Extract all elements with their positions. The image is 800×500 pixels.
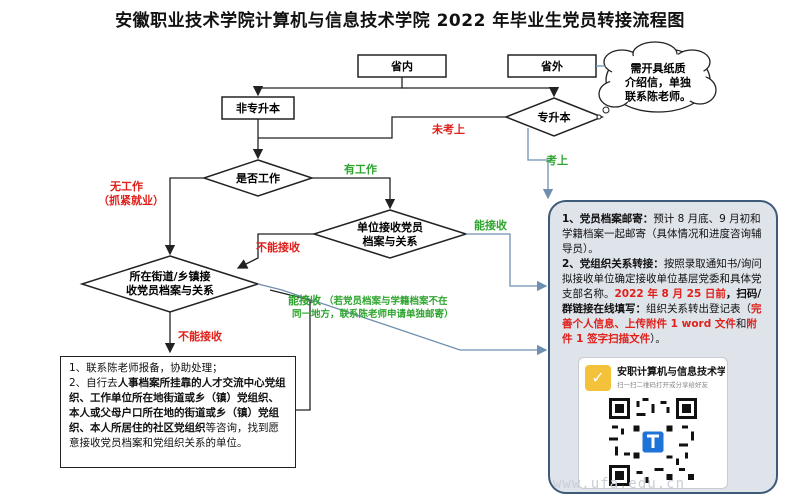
info-item-1: 1、党员档案邮寄：预计 8 月底、9 月初和学籍档案一起邮寄（具体情况和进度咨询…: [562, 212, 766, 257]
label-cannot-accept-1: 不能接收: [256, 240, 300, 254]
qr-subtitle: 扫一扫二维码打开或分享给好友: [617, 381, 708, 389]
label-can-accept-2-note-2: 同一地方，联系陈老师申请单独邮寄）: [292, 308, 454, 320]
fallback-line-2a: 2、自行去: [69, 377, 118, 389]
cloud-line-2: 介绍信，单独: [624, 75, 691, 89]
out-province-label: 省外: [540, 59, 563, 73]
street-accept-label-2: 收党员档案与关系: [126, 283, 214, 297]
label-can-accept-1: 能接收: [474, 218, 507, 232]
label-admitted: 考上: [546, 153, 568, 167]
label-cannot-accept-2: 不能接收: [178, 329, 222, 343]
unit-accept-label-2: 档案与关系: [363, 234, 418, 248]
is-employed-diamond: [201, 159, 315, 197]
info-panel: 1、党员档案邮寄：预计 8 月底、9 月初和学籍档案一起邮寄（具体情况和进度咨询…: [548, 200, 778, 494]
info-end: ）。: [650, 333, 666, 345]
cloud-line-1: 需开具纸质: [631, 61, 686, 75]
label-not-admitted: 未考上: [431, 122, 465, 136]
page-title: 安徽职业技术学院计算机与信息技术学院 2022 年毕业生党员转接流程图: [115, 11, 685, 31]
upgrade-diamond: [503, 97, 605, 137]
info-item-1-head: 1、党员档案邮寄：: [562, 213, 654, 225]
qr-card[interactable]: ✓ 安职计算机与信息技术学... 扫一扫二维码打开或分享给好友: [578, 357, 728, 489]
connectors: [164, 77, 560, 411]
fallback-line-2b: 人事档案所挂靠的人才交流中心党组织、工作单位所在地街道或乡（镇）党组织、本人或父…: [69, 377, 286, 434]
cloud-note: 需开具纸质 介绍信，单独 联系陈老师。: [596, 41, 717, 120]
info-item-1-body: 预计 8 月底、9 月初和学籍档案一起邮寄（具体情况和进度咨询辅导员）。: [562, 213, 762, 255]
info-req-2: 附件 1 签字扫描文件: [562, 318, 757, 345]
info-deadline: 2022 年 8 月 25 日前: [614, 288, 726, 300]
blue-connectors: [257, 65, 606, 356]
info-scan: ，扫码/群链接在线填写：: [562, 288, 762, 315]
label-can-accept-2-note-1: （若党员档案与学籍档案不在: [324, 295, 448, 307]
fallback-instructions-box: 1、联系陈老师报备，协助处理； 2、自行去人事档案所挂靠的人才交流中心党组织、工…: [60, 356, 296, 468]
label-has-job: 有工作: [344, 162, 377, 176]
info-item-2-body: 按照录取通知书/询问拟接收单位确定接收单位基层党委和具体党支部名称。: [562, 258, 762, 300]
label-no-job-1: 无工作: [109, 179, 143, 193]
cloud-line-3: 联系陈老师。: [625, 89, 691, 103]
watermark: www.ufa.edu.cn: [553, 476, 686, 492]
info-item-2: 2、党组织关系转接：按照录取通知书/询问拟接收单位确定接收单位基层党委和具体党支…: [562, 257, 766, 347]
in-province-label: 省内: [390, 59, 413, 73]
fallback-line-2c: 等咨询，找到愿意接收党员档案和党组织关系的单位。: [69, 422, 279, 449]
street-accept-label-1: 所在街道/乡镇接: [129, 269, 210, 283]
fallback-line-1: 1、联系陈老师报备，协助处理；: [69, 362, 223, 374]
label-no-job-2: （抓紧就业）: [98, 193, 164, 207]
qr-title: 安职计算机与信息技术学...: [617, 367, 725, 378]
non-upgrade-label: 非专升本: [236, 101, 280, 115]
unit-accept-diamond: [311, 209, 469, 259]
info-item-2-head: 2、党组织关系转接：: [562, 258, 664, 270]
label-can-accept-2: 能接收: [288, 293, 321, 307]
info-req-1: 完善个人信息、上传附件 1 word 文件: [562, 303, 762, 330]
unit-accept-label-1: 单位接收党员: [357, 220, 423, 234]
is-employed-label: 是否工作: [235, 171, 280, 185]
upgrade-label: 专升本: [538, 110, 571, 124]
qr-code-icon[interactable]: [608, 398, 698, 486]
info-and: 和: [735, 318, 747, 330]
info-form: 组织关系转出登记表（: [646, 303, 751, 315]
fallback-line-2: 2、自行去人事档案所挂靠的人才交流中心党组织、工作单位所在地街道或乡（镇）党组织…: [69, 376, 287, 451]
check-icon: ✓: [585, 365, 611, 391]
